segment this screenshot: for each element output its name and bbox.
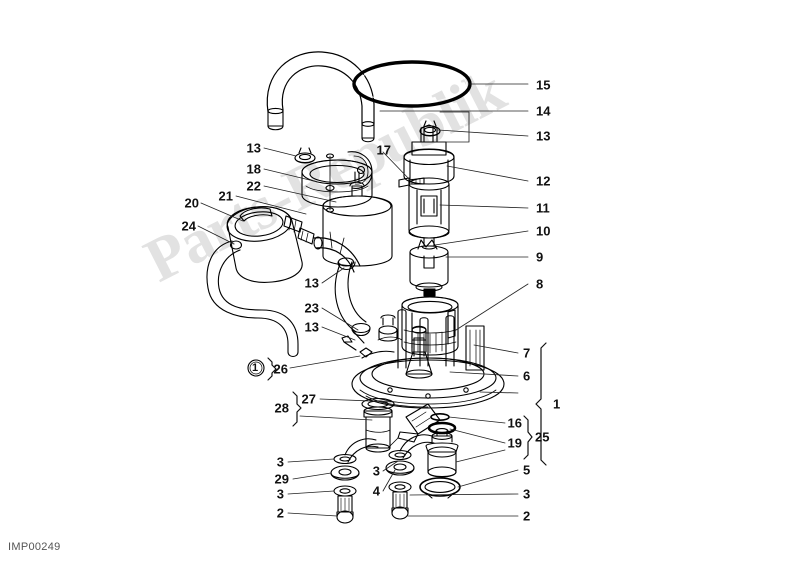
part-label-4: 4	[372, 483, 380, 499]
part-label-8: 8	[536, 276, 544, 292]
part-label-7: 7	[523, 345, 531, 361]
part-label-14: 14	[536, 103, 551, 119]
part-label-3-center: 3	[372, 463, 380, 479]
part-label-19: 19	[507, 435, 522, 451]
part-label-11: 11	[536, 200, 550, 216]
circled-reference-1: 1	[252, 362, 259, 374]
part-label-25: 25	[535, 429, 550, 445]
part-label-3-left-lower: 3	[276, 486, 284, 502]
part-label-24: 24	[181, 218, 196, 234]
part-label-13-lower: 13	[304, 319, 319, 335]
part-label-3-right: 3	[523, 486, 531, 502]
part-label-1: 1	[553, 396, 561, 412]
part-label-29: 29	[274, 471, 289, 487]
part-label-2-left: 2	[276, 505, 284, 521]
part-label-27: 27	[301, 391, 316, 407]
part-label-23: 23	[304, 300, 319, 316]
document-code: IMP00249	[8, 541, 61, 553]
part-label-16: 16	[507, 415, 522, 431]
part-label-20: 20	[184, 195, 199, 211]
part-label-22: 22	[246, 178, 261, 194]
part-label-10: 10	[536, 223, 551, 239]
part-label-13-left: 13	[246, 140, 261, 156]
part-label-26: 26	[273, 361, 288, 377]
part-label-2-right: 2	[523, 508, 531, 524]
part-label-5: 5	[523, 462, 531, 478]
part-label-18: 18	[246, 161, 261, 177]
part-label-13-top: 13	[536, 128, 551, 144]
part-label-9: 9	[536, 249, 544, 265]
part-label-17: 17	[376, 142, 391, 158]
part-label-28: 28	[274, 400, 289, 416]
part-label-6: 6	[523, 368, 531, 384]
part-label-3-left-upper: 3	[276, 454, 284, 470]
part-label-21: 21	[218, 188, 233, 204]
part-label-13-mid: 13	[304, 275, 319, 291]
part-label-12: 12	[536, 173, 551, 189]
part-label-15: 15	[536, 77, 551, 93]
